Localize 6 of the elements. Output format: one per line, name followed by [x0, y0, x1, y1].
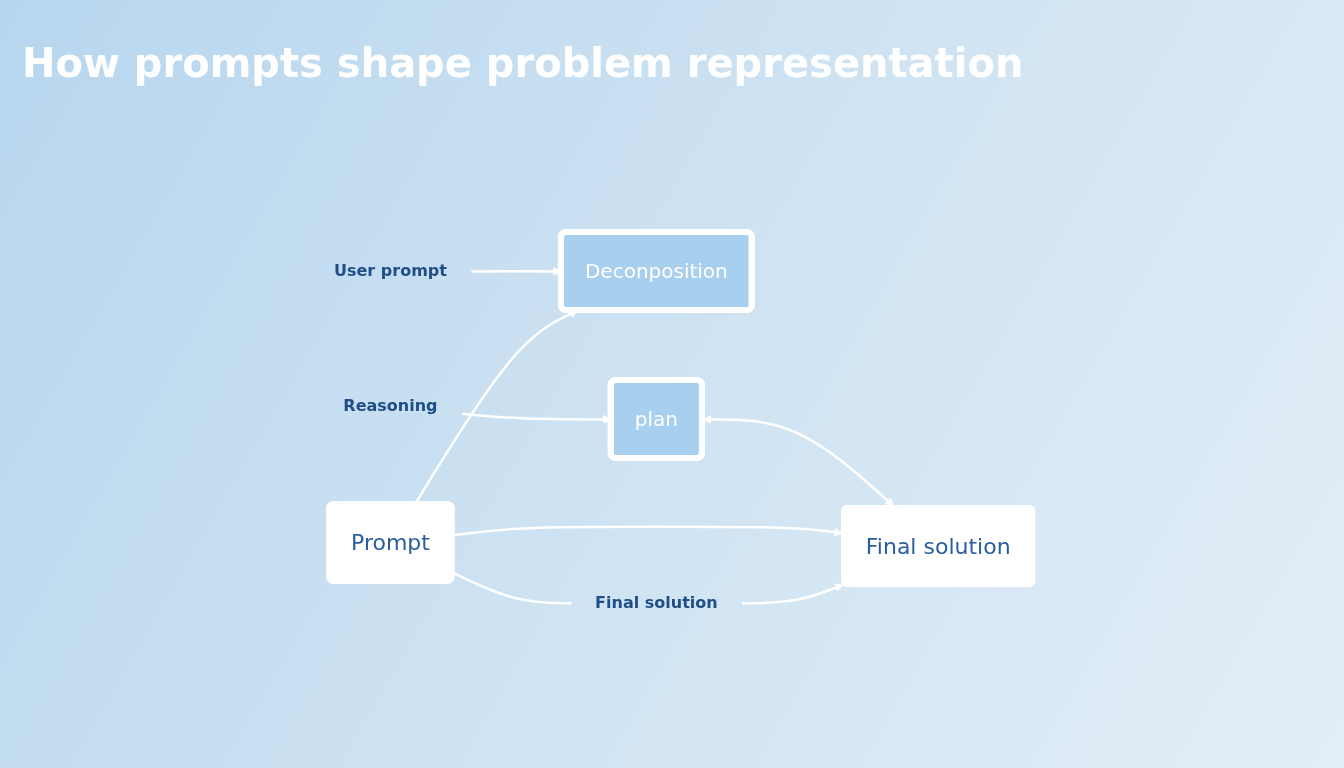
node-text: Final solution [594, 592, 718, 612]
connector [453, 571, 572, 605]
node-text: User prompt [333, 260, 447, 280]
arrow [453, 525, 843, 537]
node-text: Reasoning [343, 395, 438, 415]
arrow [741, 583, 844, 605]
